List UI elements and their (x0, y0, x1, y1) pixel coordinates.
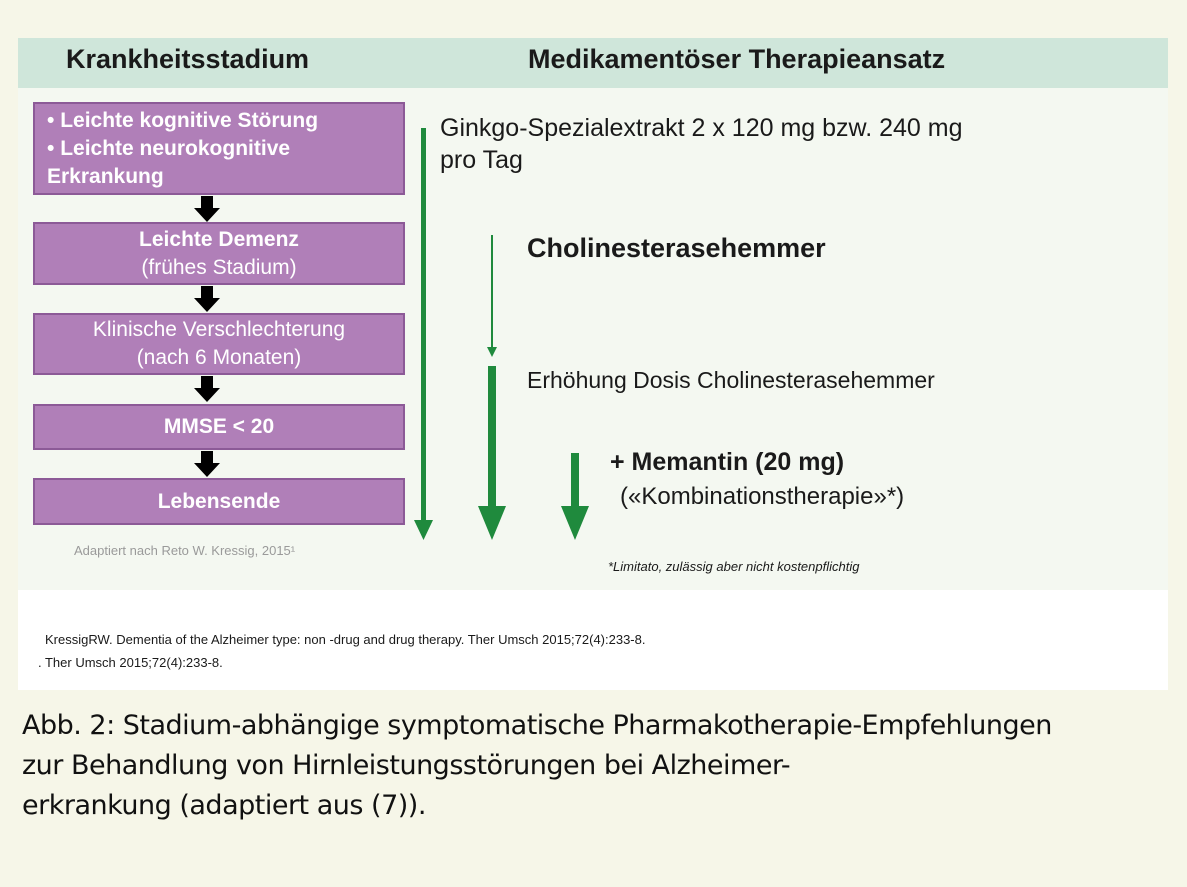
header-right: Medikamentöser Therapieansatz (528, 44, 946, 74)
memantin-text: + Memantin (20 mg) (610, 448, 845, 476)
reference: KressigRW. Dementia of the Alzheimer typ… (45, 632, 646, 647)
header-band (18, 38, 1168, 88)
green-arrow-dose (478, 366, 506, 540)
down-arrow-icon (194, 451, 220, 477)
reference: . Ther Umsch 2015;72(4):233-8. (38, 655, 223, 670)
caption-line: zur Behandlung von Hirnleistungsstörunge… (22, 750, 791, 781)
stage-box-mmse: MMSE < 20 (33, 404, 405, 450)
stage-box-mild-cognitive: • Leichte kognitive Störung • Leichte ne… (33, 102, 405, 195)
down-arrow-icon (194, 196, 220, 222)
stage-box-end-of-life: Lebensende (33, 478, 405, 525)
green-arrow-memantin (561, 453, 589, 540)
stage-bullet: Leichte kognitive Störung (60, 108, 319, 132)
green-arrow-ginkgo (414, 128, 433, 540)
stage-box-clinical-worsening: Klinische Verschlechterung (nach 6 Monat… (33, 313, 405, 375)
stage-subtitle: (nach 6 Monaten) (136, 346, 302, 369)
stage-subtitle: (frühes Stadium) (141, 255, 297, 279)
down-arrow-icon (194, 286, 220, 312)
caption-line: Abb. 2: Stadium-abhängige symptomatische… (22, 710, 1052, 741)
caption-line: erkrankung (adaptiert aus (7)). (22, 790, 426, 821)
ginkgo-line: Ginkgo-Spezialextrakt 2 x 120 mg bzw. 24… (440, 114, 963, 142)
stage-title: Klinische Verschlechterung (92, 318, 346, 341)
down-arrow-icon (194, 376, 220, 402)
che-text: Cholinesterasehemmer (527, 233, 826, 263)
ginkgo-text: Ginkgo-Spezialextrakt 2 x 120 mg bzw. 24… (440, 112, 963, 176)
combo-text: («Kombinationstherapie»*) (620, 483, 905, 510)
stage-title: Lebensende (157, 489, 281, 513)
green-arrow-che (487, 235, 497, 357)
stage-title: MMSE < 20 (163, 415, 275, 438)
footnote: *Limitato, zulässig aber nicht kostenpfl… (608, 559, 860, 574)
header-left: Krankheitsstadium (66, 44, 310, 74)
stage-bullet: Leichte neurokognitive Erkrankung (47, 136, 291, 188)
ginkgo-line: pro Tag (440, 146, 523, 174)
stage-box-mild-dementia: Leichte Demenz (frühes Stadium) (33, 222, 405, 285)
dose-text: Erhöhung Dosis Cholinesterasehemmer (527, 367, 935, 393)
stage-title: Leichte Demenz (139, 227, 299, 251)
source-note: Adaptiert nach Reto W. Kressig, 2015¹ (74, 543, 296, 558)
